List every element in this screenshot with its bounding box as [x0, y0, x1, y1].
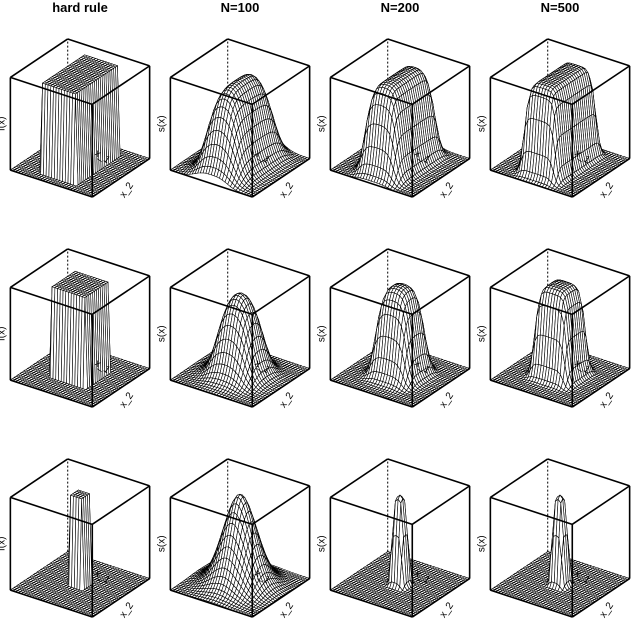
box-edge: [387, 38, 470, 67]
z-axis-label: f(x): [0, 117, 7, 131]
z-axis-label: f(x): [0, 327, 7, 341]
x2-axis-label: x_2: [598, 180, 617, 200]
box-edge: [547, 38, 630, 67]
x2-axis-label: x_2: [118, 390, 137, 410]
x2-axis-label: x_2: [438, 180, 457, 200]
column-title-n100: N=100: [220, 0, 260, 15]
x2-axis-label: x_2: [118, 180, 137, 200]
box-edge: [227, 38, 310, 67]
box-edge: [169, 38, 229, 79]
z-axis-label: s(x): [476, 115, 487, 132]
box-edge: [489, 38, 549, 79]
z-axis-label: s(x): [156, 115, 167, 132]
surface-panel-r1-c2: [169, 74, 311, 198]
z-axis-label: s(x): [316, 115, 327, 132]
box-edge: [329, 38, 389, 79]
surface-panel-r1-c1: [9, 54, 151, 198]
x2-axis-label: x_2: [278, 180, 297, 200]
box-edge: [67, 248, 150, 277]
column-title-hard-rule: hard rule: [52, 0, 108, 15]
box-edge: [9, 248, 69, 289]
column-title-n200: N=200: [380, 0, 420, 15]
column-title-n500: N=500: [540, 0, 580, 15]
box-edge: [9, 38, 69, 79]
